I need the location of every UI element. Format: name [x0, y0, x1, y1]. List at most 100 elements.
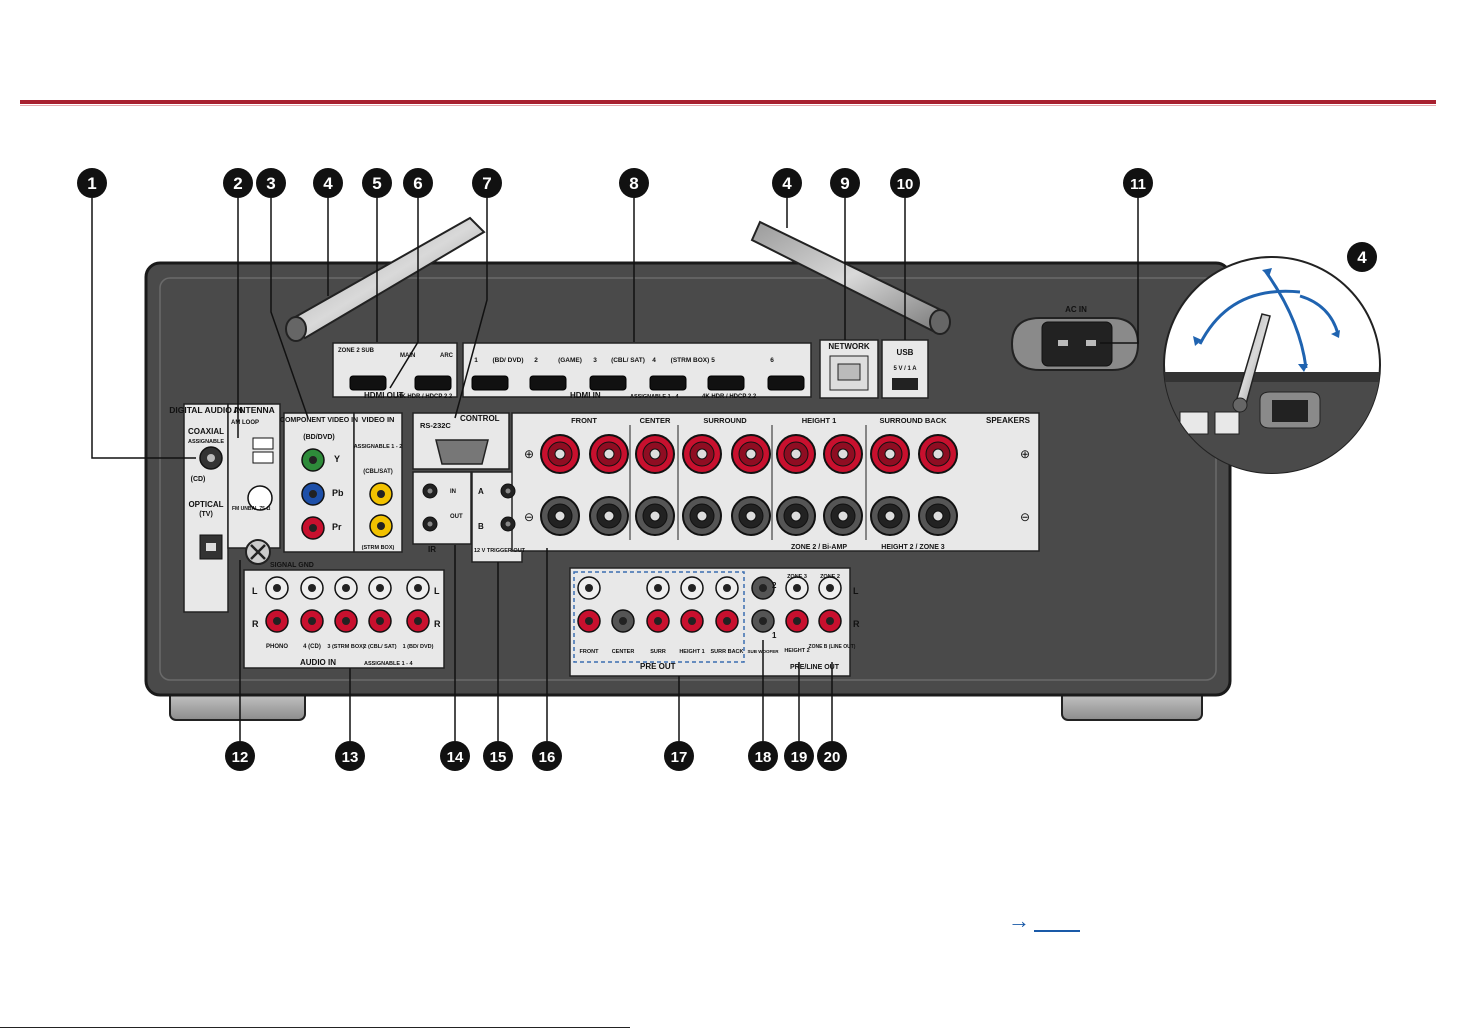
label-main: MAIN: [400, 353, 415, 359]
speaker-terminal[interactable]: [682, 434, 722, 474]
label-pre-surr-back: SURR BACK: [711, 649, 744, 655]
rca-jack[interactable]: [334, 576, 358, 600]
chassis-inner-edge: [159, 277, 1217, 681]
label-speakers: SPEAKERS: [986, 416, 1031, 425]
mini-jack[interactable]: [422, 483, 438, 499]
callout-c1: 1: [77, 168, 107, 198]
label-ac-in: AC IN: [1065, 305, 1087, 314]
speaker-terminal[interactable]: [682, 496, 722, 536]
preout-jack[interactable]: [680, 609, 704, 633]
label-sub-2: 2: [772, 581, 777, 590]
hdmi-in-port[interactable]: [589, 375, 627, 391]
preline-jack[interactable]: [818, 609, 842, 633]
rca-jack[interactable]: [406, 609, 430, 633]
callout-c17: 17: [664, 741, 694, 771]
leader-c7: [454, 198, 488, 419]
mini-jack[interactable]: [500, 483, 516, 499]
coaxial-jack[interactable]: [199, 446, 223, 470]
callout-c10: 10: [890, 168, 920, 198]
preout-jack[interactable]: [680, 576, 704, 600]
hdmi-out-port[interactable]: [414, 375, 452, 391]
rca-jack[interactable]: [406, 576, 430, 600]
preline-jack[interactable]: [818, 576, 842, 600]
speaker-terminal[interactable]: [635, 434, 675, 474]
speaker-terminal[interactable]: [823, 496, 863, 536]
label-signal-gnd: SIGNAL GND: [270, 562, 314, 569]
leader-c1: [91, 198, 196, 459]
hdmi-in-port[interactable]: [529, 375, 567, 391]
preout-jack[interactable]: [577, 609, 601, 633]
optical-jack[interactable]: [199, 534, 223, 560]
preout-jack[interactable]: [715, 576, 739, 600]
callout-c19: 19: [784, 741, 814, 771]
speaker-terminal[interactable]: [540, 496, 580, 536]
callout-number: 9: [840, 174, 849, 193]
label-digital-audio-in: DIGITAL AUDIO IN: [169, 405, 243, 415]
speaker-terminal[interactable]: [823, 434, 863, 474]
label-fm: FM UNBAL 75 Ω: [232, 506, 270, 512]
antenna-zoom-inset: [1163, 256, 1381, 474]
rca-jack[interactable]: [300, 609, 324, 633]
rca-jack[interactable]: [265, 609, 289, 633]
ac-in-inlet[interactable]: [1010, 317, 1140, 371]
callout-c7: 7: [472, 168, 502, 198]
callout-c18: 18: [748, 741, 778, 771]
label-height2: HEIGHT 2: [784, 648, 809, 654]
callout-c4a: 4: [313, 168, 343, 198]
rca-jack[interactable]: [368, 609, 392, 633]
rca-jack[interactable]: [300, 576, 324, 600]
fm-antenna-jack[interactable]: [247, 485, 273, 511]
hdmi-in-label: 1: [474, 357, 478, 364]
preout-jack[interactable]: [611, 609, 635, 633]
speaker-terminal[interactable]: [870, 434, 910, 474]
speaker-terminal[interactable]: [870, 496, 910, 536]
speaker-terminal[interactable]: [731, 434, 771, 474]
label-audio-strm: 3 (STRM BOX): [327, 644, 364, 650]
hdmi-in-port[interactable]: [649, 375, 687, 391]
speaker-terminal[interactable]: [540, 434, 580, 474]
video-jack[interactable]: [301, 448, 325, 472]
speaker-terminal[interactable]: [589, 496, 629, 536]
preline-jack[interactable]: [785, 609, 809, 633]
label-am-loop: AM LOOP: [231, 420, 259, 426]
callout-number: 4: [323, 174, 333, 193]
rca-jack[interactable]: [334, 609, 358, 633]
video-jack[interactable]: [301, 516, 325, 540]
mini-jack-out[interactable]: [500, 516, 516, 532]
am-loop-terminal[interactable]: [252, 437, 274, 464]
speakers-box: [511, 412, 1040, 552]
hdmi-in-port[interactable]: [471, 375, 509, 391]
rca-jack[interactable]: [368, 576, 392, 600]
video-jack[interactable]: [301, 482, 325, 506]
video-jack[interactable]: [369, 482, 393, 506]
callout-c6: 6: [403, 168, 433, 198]
label-arc: ARC: [440, 353, 454, 359]
preout-jack[interactable]: [577, 576, 601, 600]
video-jack[interactable]: [369, 514, 393, 538]
speaker-terminal[interactable]: [776, 496, 816, 536]
mini-jack-out[interactable]: [422, 516, 438, 532]
hdmi-out-port[interactable]: [349, 375, 387, 391]
subwoofer-jack[interactable]: [751, 576, 775, 600]
speaker-terminal[interactable]: [635, 496, 675, 536]
preout-jack[interactable]: [715, 609, 739, 633]
rs232c-port[interactable]: [435, 439, 489, 465]
speaker-terminal[interactable]: [731, 496, 771, 536]
reference-link[interactable]: →: [1008, 908, 1080, 934]
preout-jack[interactable]: [646, 609, 670, 633]
hdmi-in-port[interactable]: [767, 375, 805, 391]
label-zone2-biamp: ZONE 2 / Bi-AMP: [791, 544, 847, 551]
usb-port[interactable]: [892, 378, 918, 390]
speaker-terminal[interactable]: [776, 434, 816, 474]
antenna-left: [285, 216, 486, 342]
speaker-terminal[interactable]: [918, 496, 958, 536]
label-pre-height1: HEIGHT 1: [679, 649, 704, 655]
speaker-terminal[interactable]: [918, 434, 958, 474]
rca-jack[interactable]: [265, 576, 289, 600]
preout-jack[interactable]: [646, 576, 670, 600]
hdmi-in-port[interactable]: [707, 375, 745, 391]
callout-c13: 13: [335, 741, 365, 771]
subwoofer-jack[interactable]: [751, 609, 775, 633]
preline-jack[interactable]: [785, 576, 809, 600]
speaker-terminal[interactable]: [589, 434, 629, 474]
